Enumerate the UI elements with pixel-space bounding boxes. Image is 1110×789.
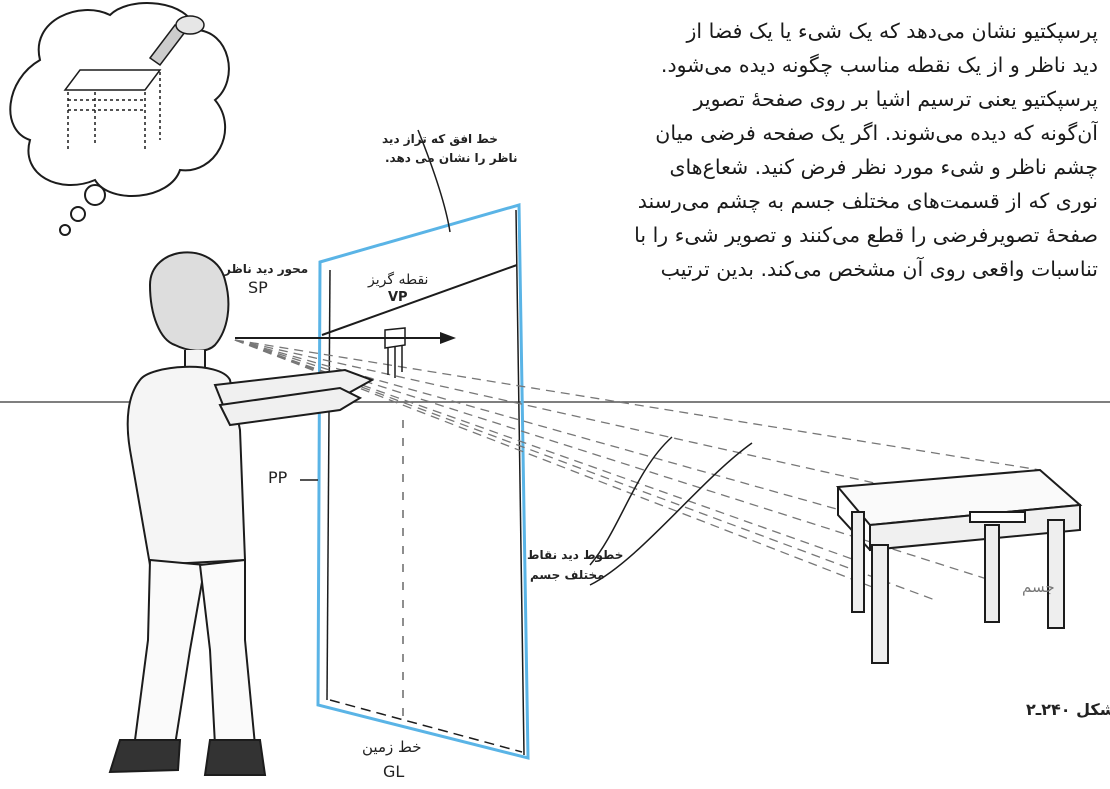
figure-caption: شکل ۲۴۰ـ۲ (1026, 700, 1110, 719)
paragraph-line: پرسپکتیو نشان می‌دهد که یک شیء یا یک فضا… (520, 14, 1098, 48)
paragraph-line: صفحهٔ تصویرفرضی را قطع می‌کنند و تصویر ش… (520, 218, 1098, 252)
intro-paragraph: پرسپکتیو نشان می‌دهد که یک شیء یا یک فضا… (520, 14, 1098, 286)
paragraph-line: آن‌گونه که دیده می‌شوند. اگر یک صفحه فرض… (520, 116, 1098, 150)
object-table (838, 470, 1080, 663)
paragraph-line: تناسبات واقعی روی آن مشخص می‌کند. بدین ت… (520, 252, 1098, 286)
ground-line-gl (330, 700, 522, 752)
horizon-note-line1: خط افق که تراز دید (382, 132, 498, 146)
paragraph-line: چشم ناظر و شیء مورد نظر فرض کنید. شعاع‌ه… (520, 150, 1098, 184)
vp-label: VP (388, 290, 408, 305)
gl-label: GL (383, 762, 404, 781)
observer-axis-label: محور دید ناظر (224, 262, 308, 276)
sp-label: SP (248, 278, 268, 297)
vanishing-point-label: نقطه گریز (368, 272, 428, 288)
thought-table-sketch (65, 16, 204, 150)
paragraph-line: نوری که از قسمت‌های مختلف جسم به چشم می‌… (520, 184, 1098, 218)
object-label: جسم (1022, 578, 1055, 596)
paragraph-line: پرسپکتیو یعنی ترسیم اشیا بر روی صفحهٔ تص… (520, 82, 1098, 116)
picture-plane-inner-edge (327, 270, 330, 700)
pp-label: PP (268, 468, 287, 487)
projected-table-image (385, 328, 405, 378)
thought-cloud (10, 3, 229, 235)
sight-lines-label-line1: خطوط دید نقاط (527, 548, 623, 562)
horizon-note-line2: ناظر را نشان می دهد. (385, 151, 518, 165)
ground-line-label: خط زمین (362, 738, 422, 756)
sight-lines-label-line2: مختلف جسم (530, 568, 605, 582)
observer-axis-arrowhead (440, 332, 456, 344)
paragraph-line: دید ناظر و از یک نقطه مناسب چگونه دیده م… (520, 48, 1098, 82)
